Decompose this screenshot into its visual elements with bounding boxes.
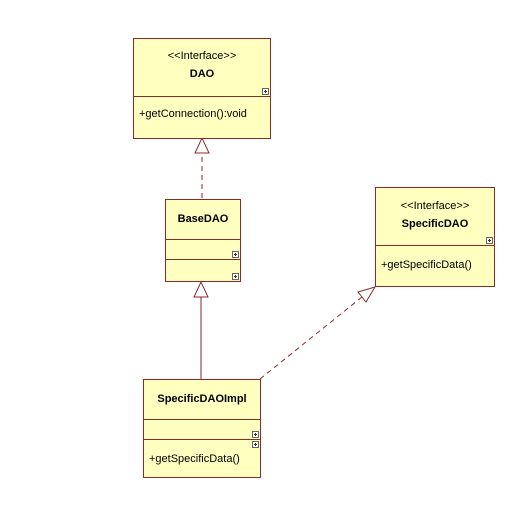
stereotype-label: <<Interface>> bbox=[167, 50, 237, 62]
class-dao[interactable]: <<Interface>> DAO +getConnection():void bbox=[133, 38, 271, 139]
class-name: DAO bbox=[189, 68, 215, 80]
operations-compartment: +getSpecificData() bbox=[376, 246, 494, 286]
expand-icon[interactable] bbox=[486, 237, 493, 244]
class-basedao[interactable]: BaseDAO bbox=[165, 199, 241, 282]
operation: +getSpecificData() bbox=[381, 259, 472, 271]
realization-arrowhead bbox=[194, 136, 210, 154]
class-name: SpecificDAOImpl bbox=[157, 393, 247, 405]
class-header: <<Interface>> DAO bbox=[134, 39, 270, 97]
class-header: SpecificDAOImpl bbox=[144, 380, 260, 420]
class-header: BaseDAO bbox=[166, 200, 240, 240]
realization-arrowhead bbox=[357, 286, 377, 303]
operations-compartment bbox=[166, 260, 240, 281]
class-specificdao[interactable]: <<Interface>> SpecificDAO +getSpecificDa… bbox=[375, 187, 495, 287]
expand-icon[interactable] bbox=[252, 431, 259, 438]
attributes-compartment bbox=[166, 240, 240, 260]
expand-icon[interactable] bbox=[232, 273, 239, 280]
class-header: <<Interface>> SpecificDAO bbox=[376, 188, 494, 246]
class-name: SpecificDAO bbox=[401, 218, 469, 230]
operations-compartment: +getSpecificData() bbox=[144, 440, 260, 477]
class-specificdaoimpl[interactable]: SpecificDAOImpl +getSpecificData() bbox=[143, 379, 261, 478]
expand-icon[interactable] bbox=[262, 88, 269, 95]
operation: +getConnection():void bbox=[139, 108, 247, 120]
generalization-arrowhead bbox=[193, 280, 209, 298]
edge-impl-realizes-specificdao[interactable] bbox=[259, 286, 377, 380]
operation: +getSpecificData() bbox=[149, 453, 240, 465]
edge-impl-extends-basedao[interactable] bbox=[193, 280, 209, 379]
class-name: BaseDAO bbox=[177, 213, 229, 225]
operations-compartment: +getConnection():void bbox=[134, 97, 270, 138]
attributes-compartment bbox=[144, 420, 260, 440]
expand-icon[interactable] bbox=[232, 251, 239, 258]
edge-basedao-realizes-dao[interactable] bbox=[194, 136, 210, 198]
expand-icon[interactable] bbox=[252, 441, 259, 448]
stereotype-label: <<Interface>> bbox=[400, 200, 470, 212]
